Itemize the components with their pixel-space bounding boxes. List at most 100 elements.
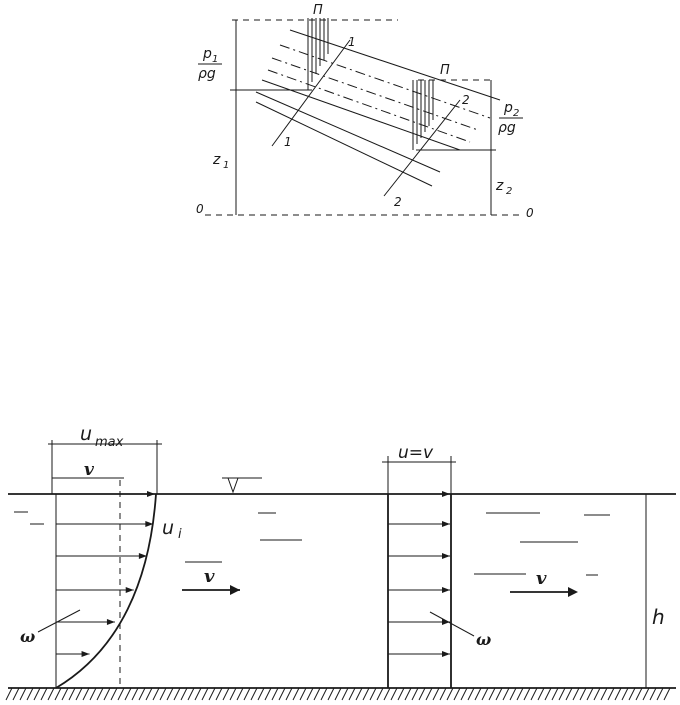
hatch-mark (5, 687, 13, 701)
hatch-mark (432, 687, 440, 701)
label-section-1-top: 1 (348, 35, 356, 49)
v-label-right: v (536, 568, 547, 589)
hatch-mark (47, 687, 55, 701)
hatch-mark (124, 687, 132, 701)
section-2-2 (383, 99, 461, 197)
pipe-wall-bottom (255, 91, 441, 173)
hatch-mark (208, 687, 216, 701)
hatch-mark (439, 687, 447, 701)
p1-numerator: p (202, 46, 212, 62)
hatch-mark (292, 687, 300, 701)
hatch-mark (551, 687, 559, 701)
hatch-mark (502, 687, 510, 701)
hatch-mark (516, 687, 524, 701)
depth-label: h (652, 605, 665, 629)
left-velocity-arrows (56, 491, 155, 657)
hatch-mark (558, 687, 566, 701)
hatch-mark (446, 687, 454, 701)
hatch-mark (145, 687, 153, 701)
bottom-diagram: u max v u i ω v u=v ω v h (5, 423, 676, 701)
hatch-mark (362, 687, 370, 701)
uniform-velocity-arrowhead (442, 619, 450, 625)
hatch-mark (481, 687, 489, 701)
hatch-mark (40, 687, 48, 701)
hatch-mark (89, 687, 97, 701)
hatch-mark (306, 687, 314, 701)
uniform-velocity-arrowhead (442, 587, 450, 593)
hatch-mark (453, 687, 461, 701)
velocity-arrowhead (125, 587, 134, 593)
hatch-mark (320, 687, 328, 701)
hatch-mark (544, 687, 552, 701)
v-label-left: v (84, 460, 95, 480)
velocity-arrowhead (106, 619, 115, 625)
omega-label-left: ω (20, 627, 35, 646)
hatch-mark (649, 687, 657, 701)
hatch-mark (173, 687, 181, 701)
hatch-mark (117, 687, 125, 701)
p2-subscript: 2 (513, 108, 519, 119)
hatch-mark (530, 687, 538, 701)
label-P-right: П (440, 63, 450, 78)
top-diagram: П П 1 1 2 2 p 1 ρg p 2 ρg z 1 z 2 0 0 (196, 3, 534, 220)
label-section-2-bottom: 2 (394, 195, 402, 209)
hatch-mark (236, 687, 244, 701)
hatch-mark (19, 687, 27, 701)
flow-arrowhead-left (230, 585, 240, 595)
hatch-mark (222, 687, 230, 701)
velocity-arrowhead (138, 553, 147, 559)
hatch-mark (565, 687, 573, 701)
p2-denominator: ρg (498, 120, 516, 136)
p1-subscript: 1 (212, 54, 218, 65)
uniform-velocity-arrowhead (442, 553, 450, 559)
datum-label-right: 0 (526, 206, 534, 220)
hatch-mark (152, 687, 160, 701)
hatch-mark (383, 687, 391, 701)
uniform-velocity-arrowhead (442, 491, 450, 497)
omega-label-right: ω (476, 630, 491, 649)
hatch-mark (614, 687, 622, 701)
hatch-mark (313, 687, 321, 701)
hatch-mark (285, 687, 293, 701)
uniform-velocity-arrowhead (442, 651, 450, 657)
hatch-mark (68, 687, 76, 701)
hatch-mark (369, 687, 377, 701)
hatch-mark (593, 687, 601, 701)
omega-leader-right (429, 611, 475, 637)
hatch-mark (341, 687, 349, 701)
z1-subscript: 1 (223, 160, 229, 171)
hatch-mark (12, 687, 20, 701)
velocity-arrowhead (145, 521, 154, 527)
hatch-mark (572, 687, 580, 701)
v-label-center-left: v (204, 566, 215, 587)
section-1-1 (271, 39, 351, 147)
hatch-mark (579, 687, 587, 701)
hatch-mark (215, 687, 223, 701)
label-section-1-bottom: 1 (284, 135, 292, 149)
hatch-mark (243, 687, 251, 701)
hatch-mark (26, 687, 34, 701)
hatch-mark (250, 687, 258, 701)
hatch-mark (621, 687, 629, 701)
water-surface-marker (222, 477, 262, 494)
pipe-wall-bottom (255, 101, 433, 187)
umax-label: u (80, 423, 92, 445)
hatch-mark (628, 687, 636, 701)
hatch-mark (390, 687, 398, 701)
hatch-mark (334, 687, 342, 701)
hatch-mark (397, 687, 405, 701)
hatch-mark (82, 687, 90, 701)
hatch-mark (663, 687, 671, 701)
pipe-streamline (261, 79, 461, 151)
hatch-mark (180, 687, 188, 701)
p2-numerator: p (503, 100, 513, 116)
z2-letter: z (495, 178, 504, 194)
z1-letter: z (212, 152, 221, 168)
velocity-profile-curve (55, 493, 157, 689)
hatch-mark (656, 687, 664, 701)
hatch-mark (110, 687, 118, 701)
hatch-mark (474, 687, 482, 701)
hatch-mark (425, 687, 433, 701)
